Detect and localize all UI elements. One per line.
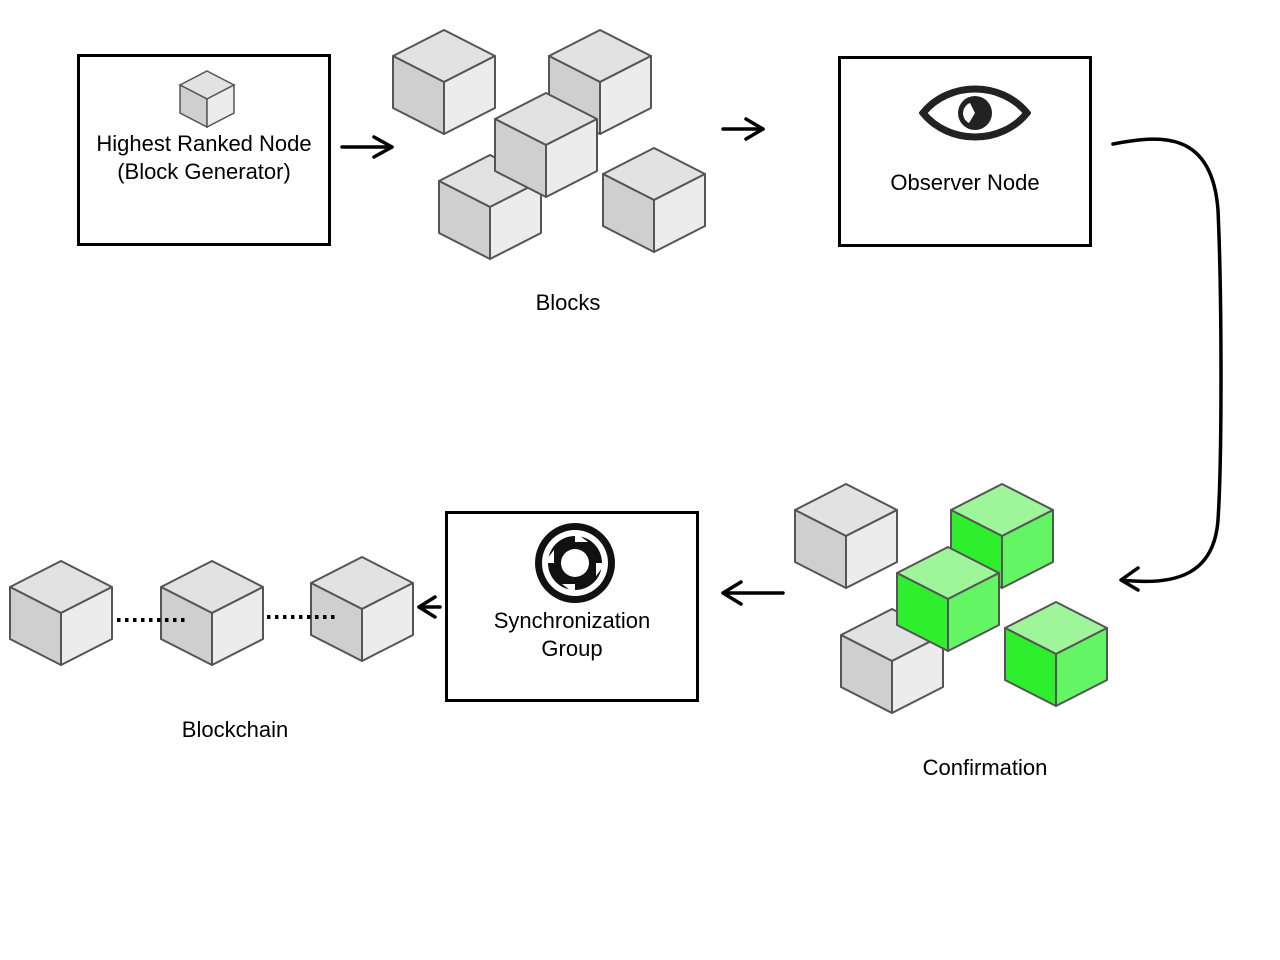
sync-cycle-icon	[535, 523, 615, 603]
blockchain-chain	[9, 556, 414, 666]
chain-block-cube	[160, 560, 264, 666]
unconfirmed-block-cube	[794, 483, 898, 589]
synchronization-group-box: Synchronization Group	[445, 511, 699, 702]
confirmed-block-cube	[1004, 601, 1108, 707]
arrow-confirmation-to-sync	[721, 580, 785, 606]
sync-group-label-line1: Synchronization	[493, 608, 651, 633]
arrow-observer-to-confirmation	[1111, 137, 1223, 592]
block-generator-box: Highest Ranked Node (Block Generator)	[77, 54, 331, 246]
observer-label: Observer Node	[890, 170, 1040, 195]
arrow-generator-to-blocks	[340, 135, 394, 159]
generator-label-line1: Highest Ranked Node	[96, 131, 312, 156]
blocks-cluster	[392, 29, 706, 260]
cube-icon	[178, 70, 236, 129]
observer-node-box: Observer Node	[838, 56, 1092, 247]
arrow-blocks-to-observer	[721, 117, 765, 141]
chain-block-cube	[9, 560, 113, 666]
block-cube	[602, 147, 706, 253]
confirmation-caption: Confirmation	[922, 755, 1048, 780]
sync-group-label-line2: Group	[541, 636, 603, 661]
chain-block-cube	[310, 556, 414, 662]
blocks-caption: Blocks	[535, 290, 601, 315]
confirmation-cluster	[794, 483, 1108, 714]
blockchain-caption: Blockchain	[181, 717, 289, 742]
arrow-sync-to-blockchain	[417, 595, 442, 619]
eye-icon	[919, 85, 1031, 141]
generator-label-line2: (Block Generator)	[117, 159, 291, 184]
block-cube	[392, 29, 496, 135]
